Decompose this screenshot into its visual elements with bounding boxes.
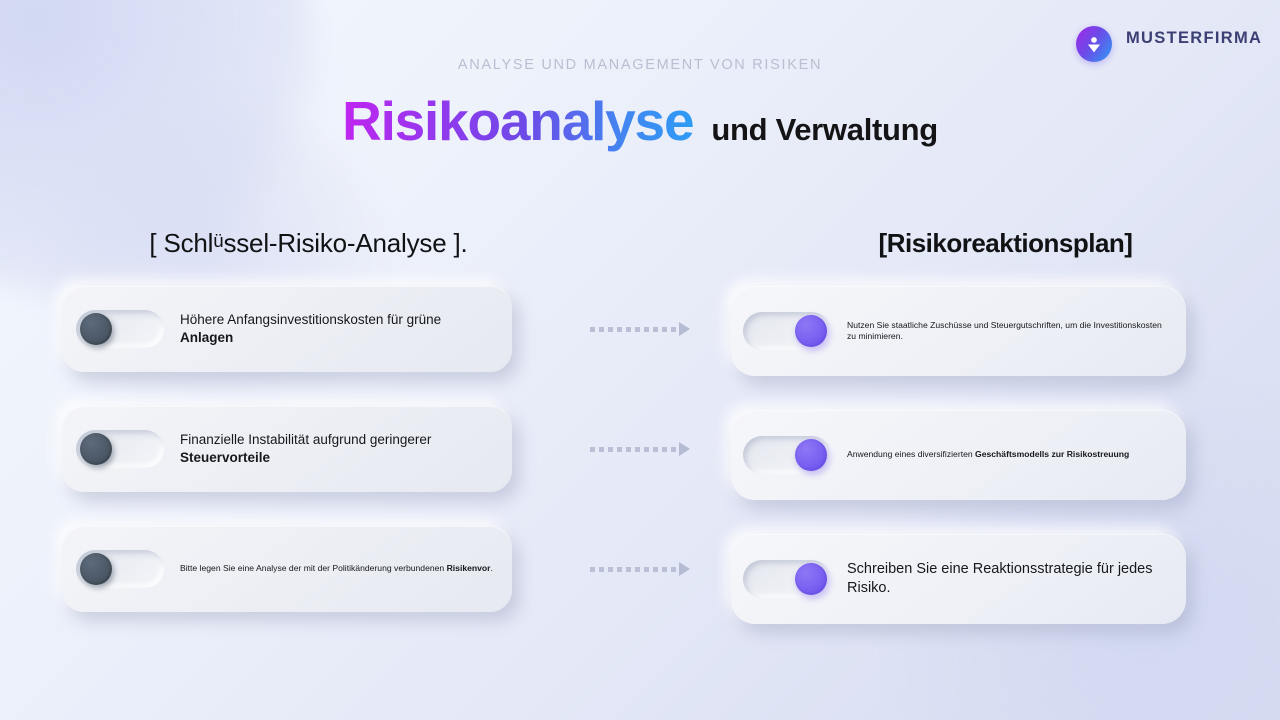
risk-card-3[interactable]: Bitte legen Sie eine Analyse der mit der… xyxy=(62,526,512,612)
connector-arrow-3 xyxy=(555,526,725,612)
risk-card-2[interactable]: Finanzielle Instabilität aufgrund gering… xyxy=(62,406,512,492)
column-key-risk-analysis: [ Schlüssel-Risiko-Analyse ]. Höhere Anf… xyxy=(0,228,555,646)
response-card-1-text: Nutzen Sie staatliche Zuschüsse und Steu… xyxy=(847,320,1170,343)
page-title: Risikoanalyse und Verwaltung xyxy=(0,89,1280,153)
page-title-highlight: Risikoanalyse xyxy=(342,90,694,153)
connector-arrow-2 xyxy=(555,406,725,492)
risk-card-1-text-plain: Höhere Anfangsinvestitionskosten für grü… xyxy=(180,312,442,328)
risk-toggle-1[interactable] xyxy=(76,310,164,348)
response-card-3-text-plain: Schreiben Sie eine Reaktionsstrategie fü… xyxy=(847,560,1153,596)
toggle-knob xyxy=(795,439,827,471)
risk-card-2-text: Finanzielle Instabilität aufgrund gering… xyxy=(180,431,494,467)
response-card-1[interactable]: Nutzen Sie staatliche Zuschüsse und Steu… xyxy=(731,286,1186,376)
connector-arrow-1 xyxy=(555,286,725,372)
risk-toggle-3[interactable] xyxy=(76,550,164,588)
column-left-heading-prefix: [ Schl xyxy=(149,228,214,258)
page-header: ANALYSE UND MANAGEMENT VON RISIKEN Risik… xyxy=(0,52,1280,153)
column-left-heading: [ Schlüssel-Risiko-Analyse ]. xyxy=(62,228,555,286)
response-toggle-3[interactable] xyxy=(743,560,831,598)
arrow-right-icon xyxy=(679,322,690,336)
toggle-knob xyxy=(795,563,827,595)
toggle-knob xyxy=(80,433,112,465)
dotted-line-icon xyxy=(590,566,676,572)
brand-name: MUSTERFIRMA xyxy=(1126,29,1263,47)
toggle-knob xyxy=(80,313,112,345)
toggle-knob xyxy=(795,315,827,347)
response-toggle-1[interactable] xyxy=(743,312,831,350)
response-card-2-text: Anwendung eines diversifizierten Geschäf… xyxy=(847,449,1129,460)
toggle-knob xyxy=(80,553,112,585)
response-toggle-2[interactable] xyxy=(743,436,831,474)
response-card-3[interactable]: Schreiben Sie eine Reaktionsstrategie fü… xyxy=(731,534,1186,624)
response-card-2-text-bold: Geschäftsmodells zur Risikostreuung xyxy=(975,449,1130,460)
arrow-right-icon xyxy=(679,442,690,456)
header-eyebrow: ANALYSE UND MANAGEMENT VON RISIKEN xyxy=(457,57,823,73)
content-board: [ Schlüssel-Risiko-Analyse ]. Höhere Anf… xyxy=(0,228,1280,658)
dotted-line-icon xyxy=(590,326,676,332)
arrow-right-icon xyxy=(679,562,690,576)
connector-column xyxy=(555,228,725,646)
risk-card-3-text-plain: Bitte legen Sie eine Analyse der mit der… xyxy=(180,563,447,574)
response-card-1-text-plain: Nutzen Sie staatliche Zuschüsse und Steu… xyxy=(847,319,1162,341)
risk-card-3-text: Bitte legen Sie eine Analyse der mit der… xyxy=(180,563,493,574)
risk-card-2-text-bold: Steuervorteile xyxy=(180,450,271,465)
dotted-line-icon xyxy=(590,446,676,452)
risk-card-3-text-tail: . xyxy=(490,563,493,574)
page-title-rest: und Verwaltung xyxy=(711,112,938,148)
person-badge-icon xyxy=(1076,26,1112,62)
response-card-3-text: Schreiben Sie eine Reaktionsstrategie fü… xyxy=(847,560,1170,598)
column-left-heading-suffix: ssel-Risiko-Analyse ]. xyxy=(223,228,468,258)
column-risk-response-plan: [Risikoreaktionsplan] Nutzen Sie staatli… xyxy=(725,228,1280,658)
brand-logo: MUSTERFIRMA xyxy=(1076,22,1263,62)
risk-toggle-2[interactable] xyxy=(76,430,164,468)
risk-card-1[interactable]: Höhere Anfangsinvestitionskosten für grü… xyxy=(62,286,512,372)
response-card-2[interactable]: Anwendung eines diversifizierten Geschäf… xyxy=(731,410,1186,500)
risk-card-3-text-bold: Risikenvor xyxy=(446,563,491,574)
risk-card-1-text: Höhere Anfangsinvestitionskosten für grü… xyxy=(180,311,494,347)
risk-card-1-text-bold: Anlagen xyxy=(180,330,234,345)
column-left-heading-umlaut: ü xyxy=(213,230,224,252)
risk-card-2-text-plain: Finanzielle Instabilität aufgrund gering… xyxy=(180,432,432,448)
response-card-2-text-plain: Anwendung eines diversifizierten xyxy=(847,449,976,460)
column-right-heading: [Risikoreaktionsplan] xyxy=(878,228,1133,258)
